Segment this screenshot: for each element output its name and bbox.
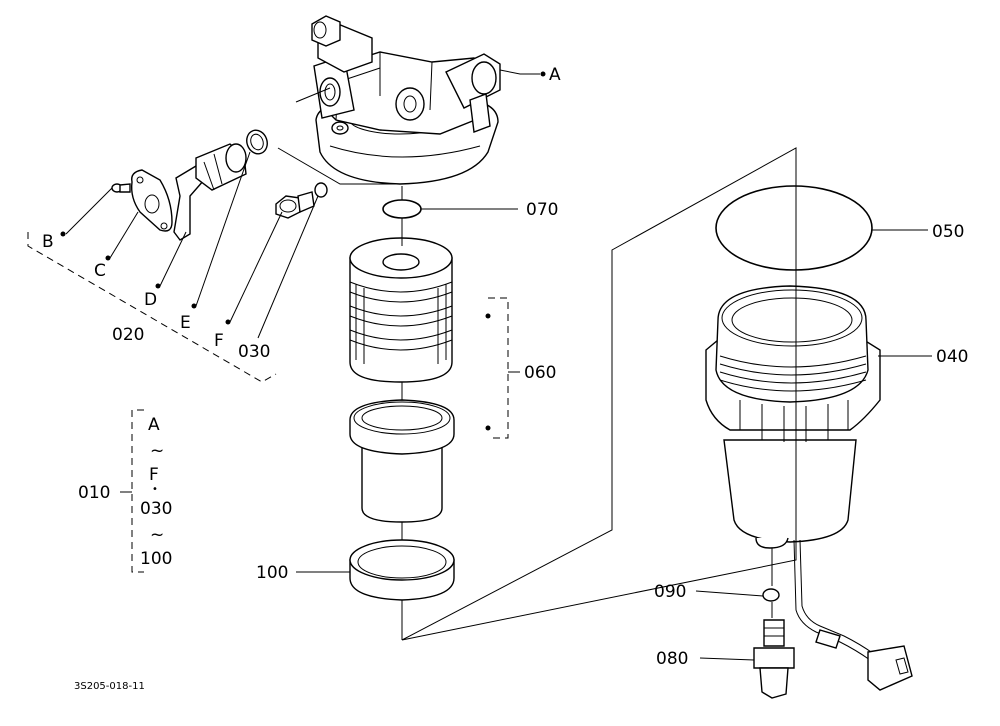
callout-030: 030 (238, 342, 270, 362)
drain-plug-part-080 (753, 619, 795, 699)
legend-010-range2-end: 100 (140, 549, 172, 569)
callout-100: 100 (256, 563, 288, 583)
callout-050: 050 (932, 222, 964, 242)
callout-e: E (180, 313, 191, 333)
assembly-plane-outline (401, 147, 797, 641)
filter-head-part (311, 15, 501, 185)
callout-080: 080 (656, 649, 688, 669)
o-ring-part-e (246, 129, 268, 155)
bracket-020 (27, 232, 277, 383)
legend-010-separator: • (152, 484, 158, 495)
legend-010-tilde-2: ~ (150, 525, 164, 545)
sensor-cable (793, 539, 913, 691)
o-ring-part-090 (762, 588, 780, 602)
callout-b: B (42, 232, 54, 252)
callout-c: C (94, 261, 106, 281)
callout-020: 020 (112, 325, 144, 345)
cock-lever-part-d (173, 143, 247, 241)
bracket-010 (131, 409, 144, 573)
callout-070: 070 (526, 200, 558, 220)
callout-f: F (214, 331, 224, 351)
o-ring-part-070 (382, 199, 422, 219)
callout-090: 090 (654, 582, 686, 602)
callout-040: 040 (936, 347, 968, 367)
head-plane-line (277, 147, 400, 185)
callout-a: A (549, 65, 561, 85)
legend-010-range2-start: 030 (140, 499, 172, 519)
ring-part-100 (349, 539, 455, 601)
callout-060: 060 (524, 363, 556, 383)
leader-dots (60, 71, 546, 431)
legend-010-tilde-1: ~ (150, 441, 164, 461)
legend-010-label: 010 (78, 483, 110, 503)
legend-010-range1-end: F (149, 465, 159, 485)
filter-cup-part-060 (349, 399, 455, 523)
screw-part-b (111, 183, 131, 193)
leader-lines (65, 69, 932, 661)
o-ring-part-030 (314, 182, 328, 198)
bracket-060 (488, 297, 509, 439)
diagram-code: 3S205-018-11 (74, 681, 145, 692)
sediment-bowl-part-040 (705, 285, 881, 549)
air-vent-bolt-part-f (275, 191, 315, 219)
callout-d: D (144, 290, 157, 310)
o-ring-part-050 (715, 185, 873, 271)
legend-010-range1-start: A (148, 415, 160, 435)
filter-element-part-060 (349, 237, 453, 383)
gasket-plate-part-c (130, 169, 173, 232)
